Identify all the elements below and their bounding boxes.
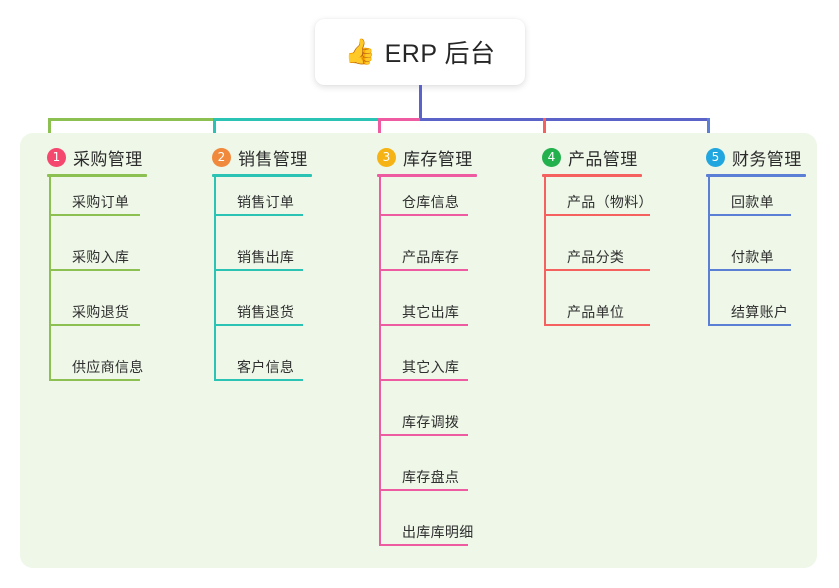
branch-badge-5: 5 [706,148,725,167]
leaf-item[interactable]: 库存调拨 [380,414,468,436]
leaf-label: 采购入库 [72,249,130,265]
leaf-label: 结算账户 [731,304,789,320]
root-title: ERP 后台 [384,40,496,68]
leaf-item[interactable]: 供应商信息 [50,359,143,381]
branch-underline-3 [377,174,477,177]
branch-badge-2: 2 [212,148,231,167]
leaf-label: 产品分类 [567,249,625,265]
leaf-item[interactable]: 采购退货 [50,304,140,326]
root-stem [419,85,422,121]
leaf-label: 销售退货 [237,304,295,320]
leaf-label: 库存调拨 [402,414,460,430]
branch-underline-5 [706,174,806,177]
branch-underline-2 [212,174,312,177]
leaf-label: 采购退货 [72,304,130,320]
leaf-item[interactable]: 回款单 [709,194,791,216]
leaf-item[interactable]: 销售订单 [215,194,303,216]
leaf-item[interactable]: 产品（物料） [545,194,653,216]
branch-badge-4: 4 [542,148,561,167]
leaf-item[interactable]: 采购订单 [50,194,140,216]
leaf-label: 供应商信息 [72,359,144,375]
branch-badge-3: 3 [377,148,396,167]
leaf-item[interactable]: 销售出库 [215,249,303,271]
leaf-underline [380,269,468,271]
leaf-underline [545,324,650,326]
leaf-underline [709,269,791,271]
leaf-label: 库存盘点 [402,469,460,485]
branch-header-5[interactable]: 5 财务管理 [706,145,802,170]
leaf-label: 回款单 [731,194,774,210]
branch-spine-5 [708,174,710,326]
leaf-label: 采购订单 [72,194,130,210]
leaf-underline [545,269,650,271]
branch-spine-2 [214,174,216,381]
leaf-label: 产品单位 [567,304,625,320]
branch-title-2: 销售管理 [238,150,308,169]
leaf-underline [50,324,140,326]
branch-title-5: 财务管理 [732,150,802,169]
leaf-label: 产品（物料） [567,194,653,210]
thumbs-up-icon: 👍 [344,37,376,66]
leaf-item[interactable]: 其它入库 [380,359,468,381]
leaf-underline [380,544,468,546]
branch-badge-1: 1 [47,148,66,167]
leaf-item[interactable]: 采购入库 [50,249,140,271]
leaf-item[interactable]: 客户信息 [215,359,303,381]
leaf-label: 仓库信息 [402,194,460,210]
leaf-label: 销售出库 [237,249,295,265]
leaf-item[interactable]: 出库库明细 [380,524,473,546]
leaf-underline [545,214,650,216]
leaf-underline [215,324,303,326]
leaf-item[interactable]: 结算账户 [709,304,791,326]
leaf-underline [709,324,791,326]
branch-title-4: 产品管理 [568,150,638,169]
leaf-underline [215,379,303,381]
leaf-underline [380,379,468,381]
leaf-item[interactable]: 产品库存 [380,249,468,271]
leaf-underline [380,214,468,216]
root-node[interactable]: 👍 ERP 后台 [315,19,525,85]
branch-header-1[interactable]: 1 采购管理 [47,145,143,170]
leaf-label: 付款单 [731,249,774,265]
leaf-underline [50,379,140,381]
branch-header-4[interactable]: 4 产品管理 [542,145,638,170]
leaf-underline [50,269,140,271]
leaf-item[interactable]: 销售退货 [215,304,303,326]
leaf-underline [215,214,303,216]
bus-segment-3b [420,118,546,121]
bus-segment-1 [48,118,213,121]
bus-segment-4 [543,118,710,121]
branches-panel [20,133,817,568]
leaf-item[interactable]: 仓库信息 [380,194,468,216]
leaf-label: 出库库明细 [402,524,474,540]
leaf-item[interactable]: 库存盘点 [380,469,468,491]
branch-title-3: 库存管理 [403,150,473,169]
leaf-item[interactable]: 产品单位 [545,304,650,326]
leaf-item[interactable]: 产品分类 [545,249,650,271]
leaf-underline [380,489,468,491]
branch-underline-4 [542,174,642,177]
bus-segment-2 [213,118,378,121]
leaf-underline [380,324,468,326]
branch-spine-3 [379,174,381,546]
bus-segment-3 [378,118,420,121]
leaf-label: 销售订单 [237,194,295,210]
leaf-label: 客户信息 [237,359,295,375]
branch-title-1: 采购管理 [73,150,143,169]
branch-header-2[interactable]: 2 销售管理 [212,145,308,170]
leaf-label: 其它出库 [402,304,460,320]
branch-underline-1 [47,174,147,177]
branch-spine-4 [544,174,546,326]
leaf-item[interactable]: 付款单 [709,249,791,271]
branch-spine-1 [49,174,51,381]
leaf-underline [380,434,468,436]
branch-header-3[interactable]: 3 库存管理 [377,145,473,170]
leaf-underline [215,269,303,271]
leaf-underline [50,214,140,216]
leaf-label: 产品库存 [402,249,460,265]
leaf-underline [709,214,791,216]
leaf-item[interactable]: 其它出库 [380,304,468,326]
leaf-label: 其它入库 [402,359,460,375]
